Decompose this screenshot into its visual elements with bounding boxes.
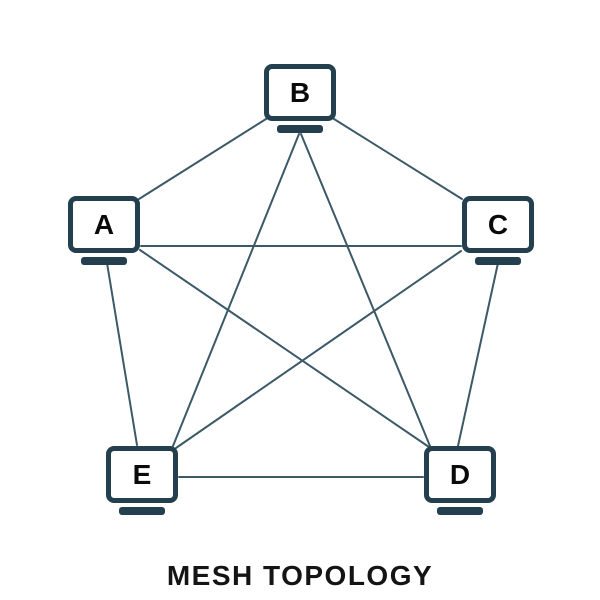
node-computer-b: B (264, 64, 336, 133)
node-label-b: B (289, 76, 311, 108)
edge-b-c (333, 118, 463, 200)
node-computer-c: C (462, 196, 534, 265)
monitor-icon: D (424, 446, 496, 503)
node-label-a: A (93, 208, 115, 240)
node-computer-a: A (68, 196, 140, 265)
edge-c-d (457, 262, 499, 447)
edge-a-d (139, 249, 430, 448)
node-label-e: E (132, 458, 152, 490)
monitor-stand-icon (277, 125, 323, 133)
node-label-d: D (449, 458, 471, 490)
node-label-c: C (487, 208, 509, 240)
monitor-stand-icon (81, 257, 127, 265)
monitor-icon: C (462, 196, 534, 253)
diagram-title: MESH TOPOLOGY (166, 560, 434, 591)
monitor-stand-icon (437, 507, 483, 515)
node-computer-d: D (424, 446, 496, 515)
monitor-icon: B (264, 64, 336, 121)
edge-a-b (138, 118, 267, 200)
monitor-stand-icon (119, 507, 165, 515)
monitor-icon: E (106, 446, 178, 503)
edge-b-e (172, 133, 300, 447)
edge-b-d (300, 133, 431, 447)
node-computer-e: E (106, 446, 178, 515)
edge-c-e (175, 250, 462, 449)
monitor-stand-icon (475, 257, 521, 265)
monitor-icon: A (68, 196, 140, 253)
edge-a-e (106, 262, 138, 446)
